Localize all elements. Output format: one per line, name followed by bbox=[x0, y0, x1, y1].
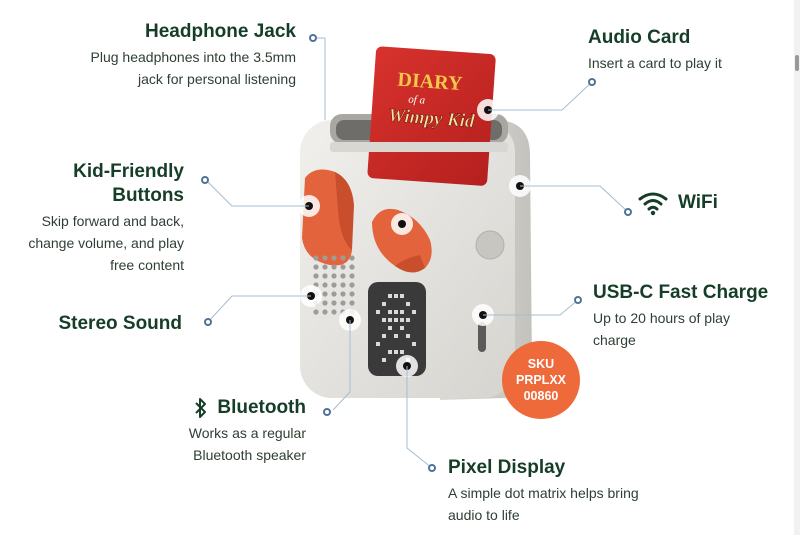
feature-usb-c: USB-C Fast Charge Up to 20 hours of play… bbox=[593, 281, 768, 351]
pixel-desc-2: audio to life bbox=[448, 507, 520, 523]
usb-port bbox=[478, 322, 486, 352]
sku-badge: SKU PRPLXX 00860 bbox=[502, 341, 580, 419]
buttons-title-1: Kid-Friendly bbox=[73, 161, 184, 182]
stereo-title: Stereo Sound bbox=[58, 313, 182, 334]
speaker-grill bbox=[313, 255, 355, 315]
bluetooth-title-row: Bluetooth bbox=[100, 396, 306, 420]
usb-desc-2: charge bbox=[593, 332, 636, 348]
feature-pixel-display: Pixel Display A simple dot matrix helps … bbox=[448, 456, 639, 526]
card-title-diary: DIARY bbox=[397, 69, 464, 96]
buttons-title-2: Buttons bbox=[112, 185, 184, 206]
bluetooth-desc-2: Bluetooth speaker bbox=[193, 447, 306, 463]
wifi-title: WiFi bbox=[678, 192, 718, 213]
headphone-jack-desc-2: jack for personal listening bbox=[138, 71, 296, 87]
usb-desc-1: Up to 20 hours of play bbox=[593, 310, 730, 326]
buttons-desc-1: Skip forward and back, bbox=[41, 213, 184, 229]
page-scrollbar[interactable] bbox=[794, 0, 800, 535]
buttons-desc-3: free content bbox=[110, 257, 184, 273]
wifi-icon bbox=[638, 192, 668, 216]
audio-card-title: Audio Card bbox=[588, 27, 691, 48]
feature-kid-friendly-buttons: Kid-Friendly Buttons Skip forward and ba… bbox=[10, 160, 184, 276]
pixel-desc-1: A simple dot matrix helps bring bbox=[448, 485, 639, 501]
sku-line-3: 00860 bbox=[523, 389, 559, 403]
sku-line-1: SKU bbox=[527, 357, 555, 371]
feature-bluetooth: Bluetooth Works as a regular Bluetooth s… bbox=[100, 396, 306, 466]
buttons-desc-2: change volume, and play bbox=[28, 235, 184, 251]
headphone-jack-desc-1: Plug headphones into the 3.5mm bbox=[90, 49, 296, 65]
feature-stereo-sound: Stereo Sound bbox=[20, 312, 182, 336]
audio-card-desc: Insert a card to play it bbox=[588, 55, 722, 71]
sku-line-2: PRPLXX bbox=[515, 373, 566, 387]
scrollbar-thumb[interactable] bbox=[795, 55, 799, 71]
bluetooth-icon bbox=[195, 398, 207, 418]
feature-headphone-jack: Headphone Jack Plug headphones into the … bbox=[60, 20, 296, 90]
feature-audio-card: Audio Card Insert a card to play it bbox=[588, 26, 722, 74]
side-button bbox=[475, 230, 505, 260]
bluetooth-desc-1: Works as a regular bbox=[188, 425, 306, 441]
pixel-title: Pixel Display bbox=[448, 457, 566, 478]
feature-wifi: WiFi bbox=[638, 190, 718, 216]
card-title-ofa: of a bbox=[408, 93, 426, 106]
bluetooth-title: Bluetooth bbox=[217, 397, 306, 418]
usb-title: USB-C Fast Charge bbox=[593, 282, 769, 303]
headphone-jack-title: Headphone Jack bbox=[145, 21, 296, 42]
